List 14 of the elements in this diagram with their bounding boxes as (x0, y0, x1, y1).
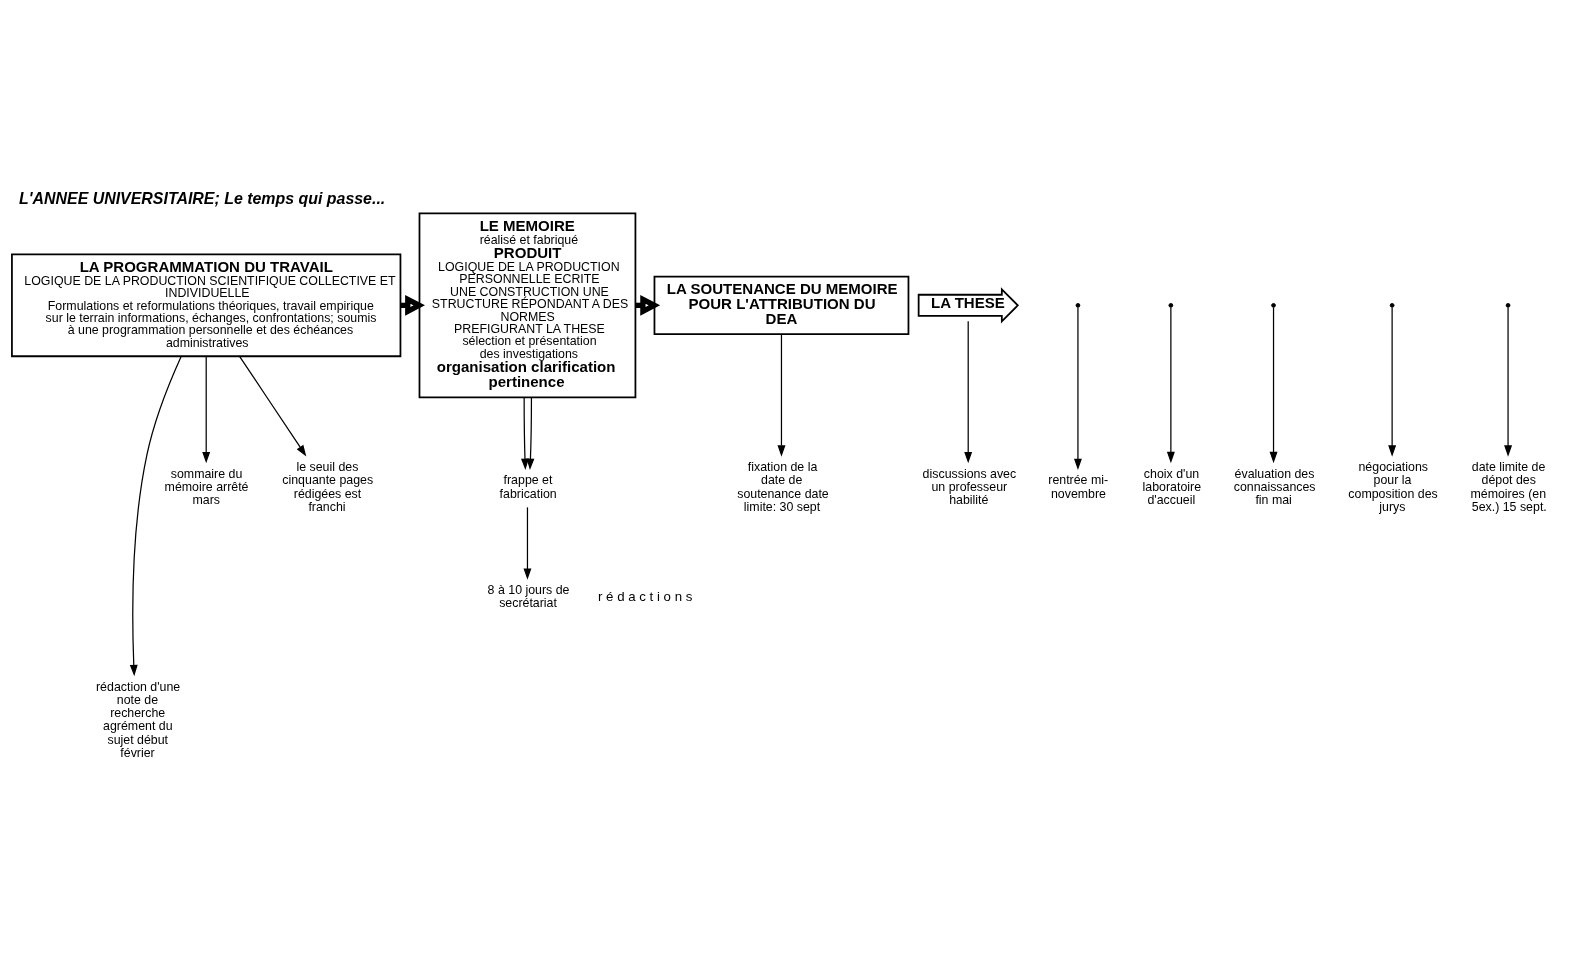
node-text: 8 à 10 jours de secrétariat (487, 583, 570, 611)
node-text: sommaire du mémoire arrêté mars (164, 466, 249, 508)
node-text: évaluation des connaissances fin mai (1233, 466, 1316, 508)
label: r é d a c t i o n s (597, 588, 693, 604)
node-text: rédaction d'une note de recherche agrément du sujet début février (96, 679, 181, 760)
node-text: date limite de dépot des mémoires (en 5ex.) 15 sept. (1470, 460, 1547, 514)
node-text: discussions avec un professeur habilité (922, 466, 1017, 508)
node-text: frappe et fabrication (499, 473, 557, 501)
diagram-title: L'ANNEE UNIVERSITAIRE; Le temps qui passe... (19, 189, 386, 207)
node-text: rentrée mi-novembre (1048, 473, 1109, 501)
node-text: négociations pour la composition des jurys (1348, 460, 1438, 514)
node-text: le seuil des cinquante pages rédigées est franchi (282, 460, 374, 514)
node-text: choix d'un laboratoire d'accueil (1142, 466, 1202, 508)
node-text: fixation de la date de soutenance date limite: 30 sept (737, 460, 829, 514)
